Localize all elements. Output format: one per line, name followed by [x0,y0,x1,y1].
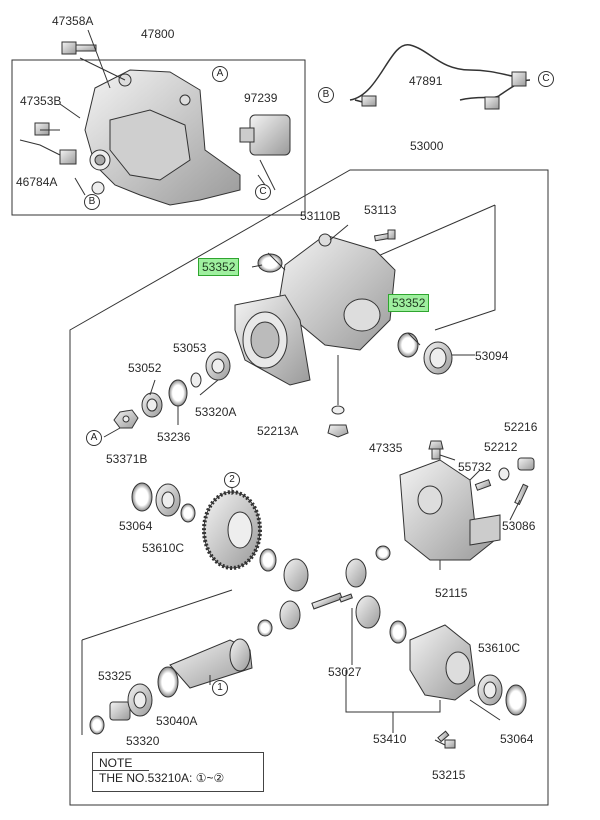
part-label-53371b: 53371B [106,452,148,466]
pinion-bearings [89,666,179,735]
rear-cover-illustration [84,69,241,206]
part-label-53040a: 53040A [156,714,198,728]
part-label-53610c-upper: 53610C [142,541,185,555]
part-label-47335: 47335 [369,441,403,455]
part-label-47800: 47800 [141,27,175,41]
part-label-53325: 53325 [98,669,132,683]
harness-plug-mid [484,96,500,110]
part-label-53352-highlight-right: 53352 [388,294,430,312]
bolt-53113 [373,229,396,242]
part-label-53236: 53236 [157,430,191,444]
part-label-53352-highlight-left: 53352 [198,258,240,276]
part-label-53064-upper: 53064 [119,519,153,533]
rear-cover-52115 [399,459,501,561]
seal-53352-left [257,253,283,273]
part-label-52115: 52115 [435,586,468,600]
bearings-left-lower [131,482,196,523]
ring-gear [202,490,262,570]
sensor-97239 [239,114,291,191]
part-label-47353b: 47353B [20,94,62,108]
left-bearings [141,351,231,418]
ref-marker-1-pinion: 1 [212,680,228,696]
part-label-53086: 53086 [502,519,536,533]
ref-marker-2-ring-gear: 2 [224,472,240,488]
part-label-47891: 47891 [409,74,443,88]
part-label-53113: 53113 [364,203,397,217]
bolt-53215 [437,730,456,749]
bearing-53094 [423,341,453,375]
part-label-53410: 53410 [373,732,407,746]
part-label-53610c-lower: 53610C [478,641,521,655]
carrier-housing-53110b [234,233,396,386]
part-label-53320: 53320 [126,734,160,748]
harness-plug-c [511,71,527,87]
part-label-53000: 53000 [410,139,444,153]
ref-marker-b-harness: B [318,87,334,103]
bolt-47358a [61,41,97,55]
ref-marker-b-cover: B [84,194,100,210]
part-label-52213a: 52213A [257,424,299,438]
part-label-53110b: 53110B [300,209,341,223]
differential-case [409,624,527,716]
ref-marker-c-sensor: C [255,184,271,200]
drain-plug-52213a [327,405,349,438]
note-title: NOTE [99,756,133,770]
nut-53371b [113,409,139,429]
part-label-53053: 53053 [173,341,207,355]
part-label-47358a: 47358A [52,14,94,28]
ref-marker-c-harness: C [538,71,554,87]
differential-gears [257,545,407,644]
part-label-53320a: 53320A [195,405,237,419]
part-label-53094: 53094 [475,349,509,363]
ref-marker-a-top: A [212,66,228,82]
part-label-55732: 55732 [458,460,492,474]
seal-53352-right [397,332,419,358]
part-label-52216: 52216 [504,420,538,434]
part-label-53064-lower: 53064 [500,732,534,746]
main-assembly-frame [69,169,549,806]
part-label-53215: 53215 [432,768,466,782]
part-label-53027: 53027 [328,665,362,679]
note-box: NOTE THE NO.53210A: ①~② [92,752,264,792]
part-label-97239: 97239 [244,91,278,105]
drive-pinion [169,638,253,689]
harness-plug-b [361,95,377,107]
cover-assembly-frame [11,59,306,216]
part-label-46784a: 46784A [16,175,58,189]
ref-marker-a-nut: A [86,430,102,446]
note-text: THE NO.53210A: ①~② [99,771,225,785]
connector-47353b [19,122,77,165]
small-bolts-right [428,440,535,506]
part-label-53052: 53052 [128,361,162,375]
part-label-52212: 52212 [484,440,518,454]
